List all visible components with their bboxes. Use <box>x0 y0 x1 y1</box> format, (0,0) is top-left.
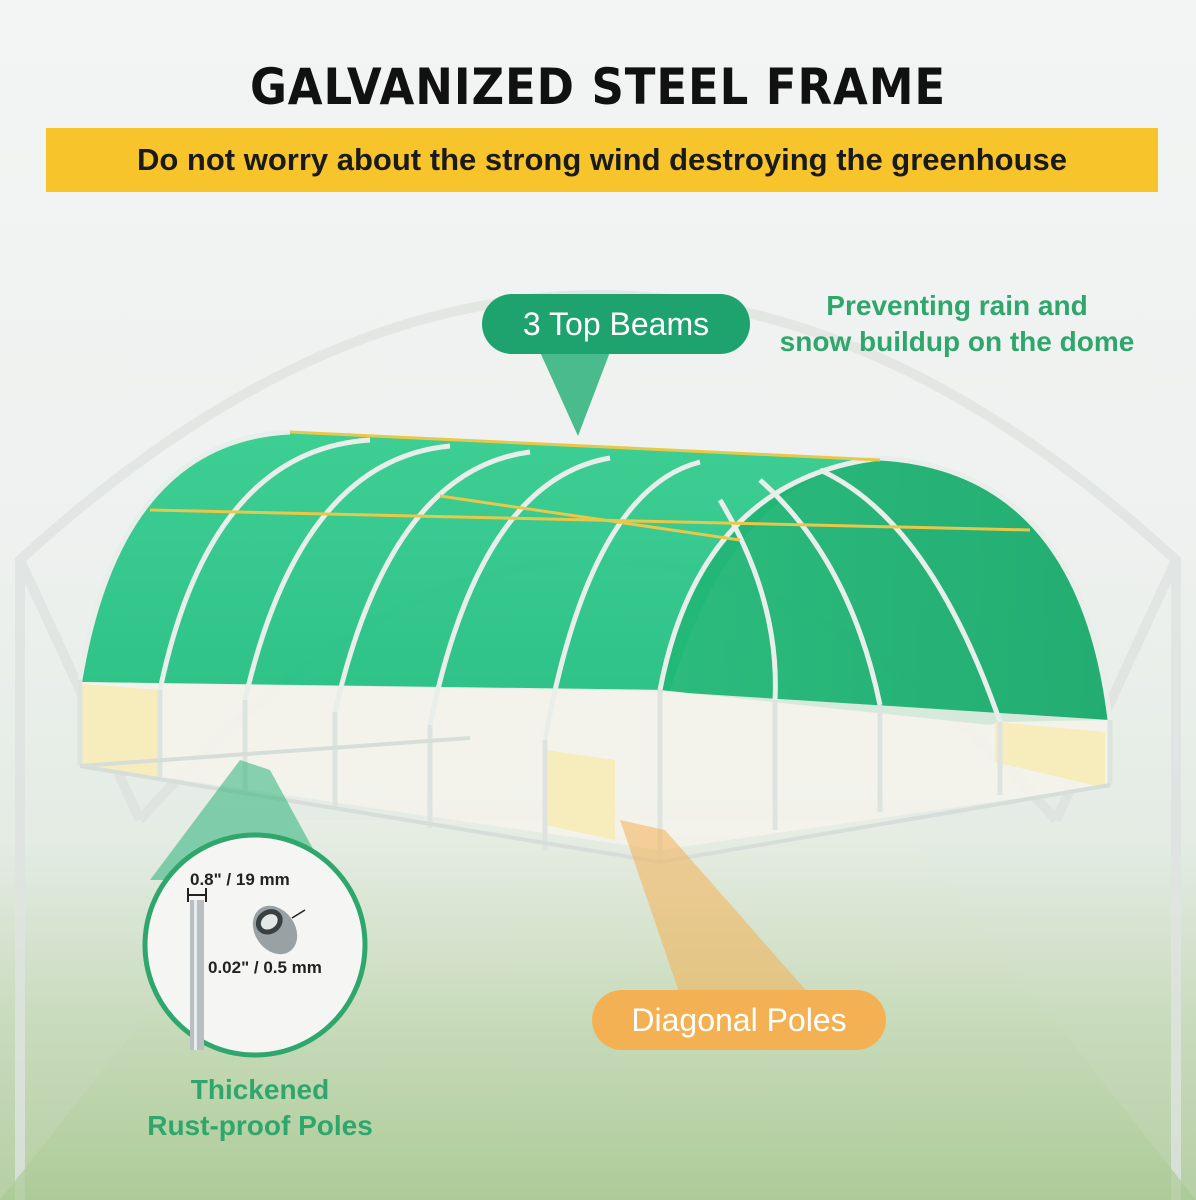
pole-zoom-circle <box>142 832 368 1058</box>
headline-banner: Do not worry about the strong wind destr… <box>46 128 1158 192</box>
poles-note-line-2: Rust-proof Poles <box>147 1110 373 1141</box>
top-beams-note: Preventing rain and snow buildup on the … <box>752 288 1162 360</box>
top-beams-note-line-2: snow buildup on the dome <box>779 326 1135 357</box>
poles-note-line-1: Thickened <box>190 1074 330 1105</box>
top-beams-badge: 3 Top Beams <box>482 294 750 354</box>
poles-note: Thickened Rust-proof Poles <box>120 1072 400 1144</box>
greenhouse <box>77 429 1113 864</box>
pole-diameter-label: 0.8" / 19 mm <box>190 870 290 889</box>
page-title: GALVANIZED STEEL FRAME <box>249 58 947 116</box>
diagonal-poles-pointer <box>620 820 810 995</box>
top-beams-pointer <box>540 352 610 436</box>
diagonal-poles-badge: Diagonal Poles <box>592 990 886 1050</box>
wall-thickness-label: 0.02" / 0.5 mm <box>208 958 322 977</box>
top-beams-note-line-1: Preventing rain and <box>826 290 1088 321</box>
